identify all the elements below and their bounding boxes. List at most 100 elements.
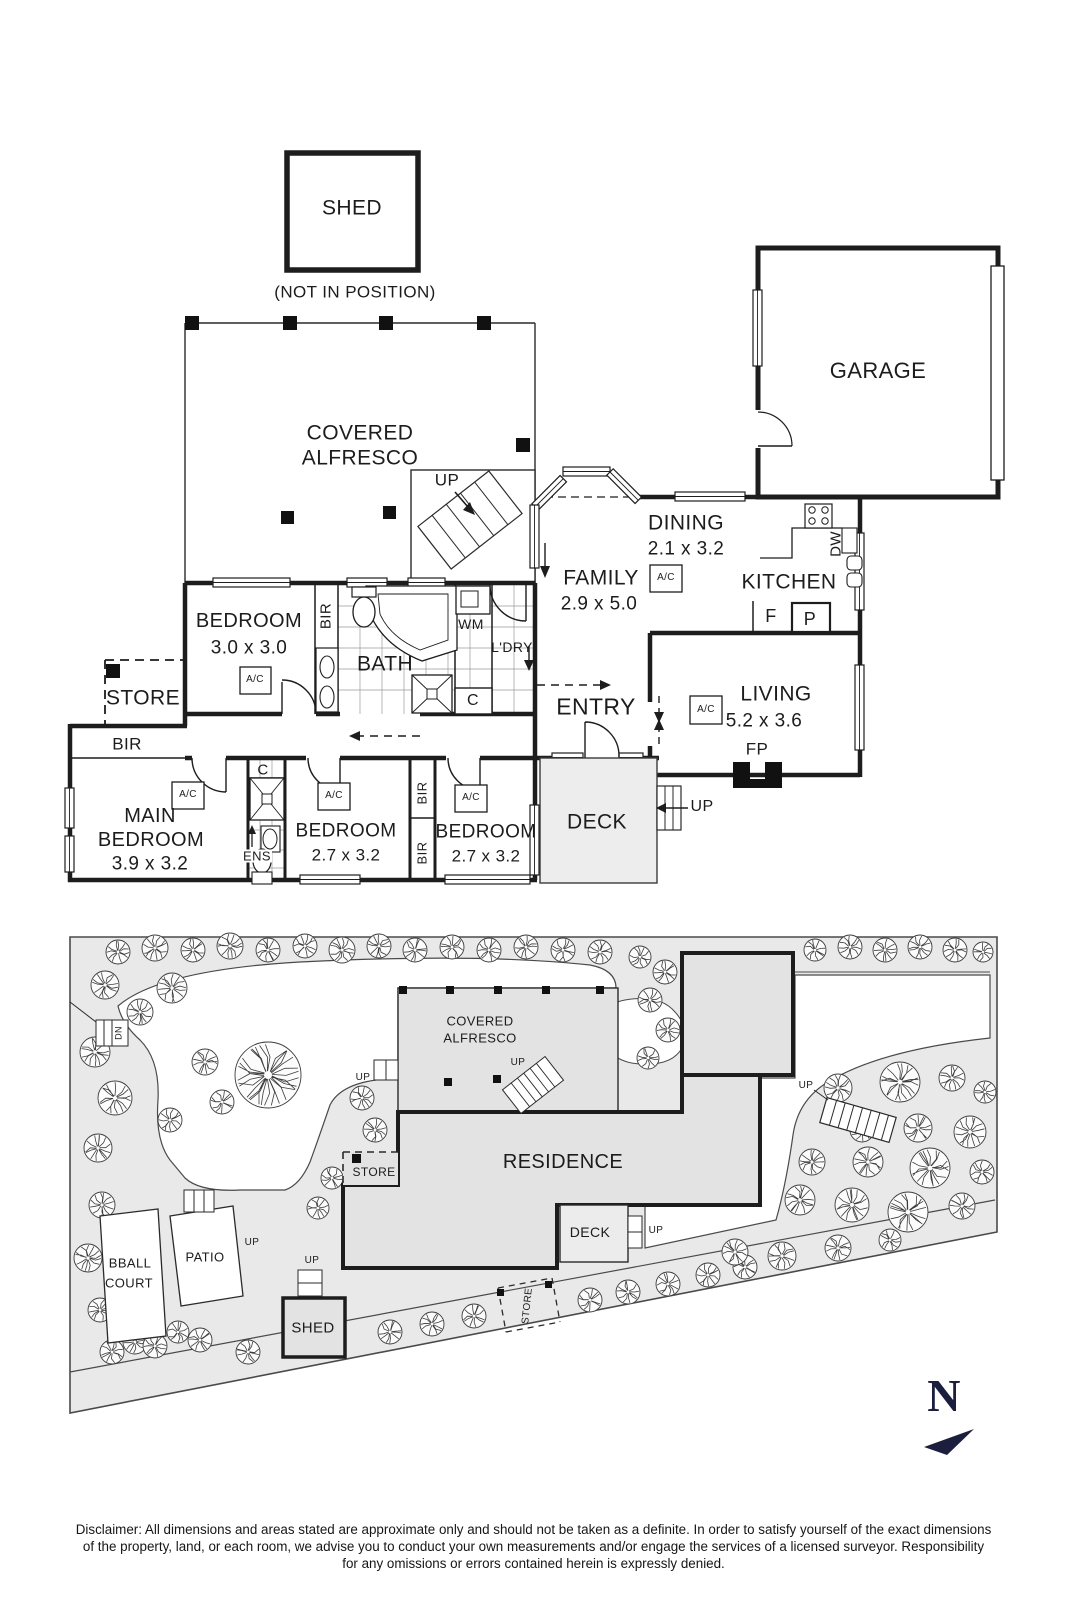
site-shed-steps — [297, 1269, 323, 1297]
site-dn-label: DN — [113, 1026, 124, 1040]
fp-main-bedroom-label-2: BEDROOM — [97, 829, 205, 851]
disclaimer-line-3: for any omissions or errors contained he… — [342, 1556, 725, 1571]
site-driveway — [644, 974, 991, 1249]
site-plan — [69, 932, 998, 1455]
fp-stairs-arrow-icon — [454, 491, 475, 515]
fp-bedroom1-label: BEDROOM — [195, 610, 303, 632]
site-patio-label: PATIO — [185, 1249, 225, 1265]
tree-icon — [803, 938, 827, 962]
tree-icon — [156, 972, 188, 1004]
tree-icon — [105, 939, 131, 965]
tree-icon — [909, 1147, 951, 1189]
fp-entry-label: ENTRY — [556, 693, 636, 720]
tree-icon — [126, 998, 154, 1026]
disclaimer-line-2: of the property, land, or each room, we … — [82, 1539, 985, 1554]
tree-icon — [655, 1017, 681, 1043]
tree-icon — [907, 934, 933, 960]
fp-garage-label: GARAGE — [829, 358, 927, 383]
fp-ens-label: ENS — [242, 848, 272, 864]
tree-icon — [852, 1146, 884, 1178]
north-arrow-icon — [924, 1429, 974, 1455]
tree-icon — [73, 1243, 103, 1273]
tree-icon — [652, 959, 678, 985]
fp-ac-label-family: A/C — [657, 572, 675, 583]
tree-icon — [292, 933, 318, 959]
tree-icon — [550, 937, 576, 963]
fp-garage — [755, 245, 1001, 500]
site-alfresco-label-2: ALFRESCO — [443, 1030, 517, 1046]
site-alfresco-stairs — [501, 1055, 565, 1115]
pantry-box — [790, 601, 832, 634]
fp-cupboard-upper-label: C — [467, 692, 479, 709]
tree-icon — [362, 1117, 388, 1143]
fp-arrows — [248, 543, 688, 847]
tree-icon — [166, 1320, 190, 1344]
fp-bedroom1-dims: 3.0 x 3.0 — [210, 637, 288, 659]
fp-deck-up-label: UP — [690, 798, 714, 815]
site-deck-label: DECK — [569, 1224, 611, 1240]
fp-shed — [284, 150, 421, 273]
tree-icon — [187, 1327, 213, 1353]
tree-icon — [637, 987, 663, 1013]
site-garden-stairs — [819, 1096, 897, 1144]
tree-icon — [615, 1279, 641, 1305]
tree-icon — [90, 970, 120, 1000]
tree-icon — [837, 934, 863, 960]
tree-icon — [141, 934, 169, 962]
fp-store-label: STORE — [106, 686, 180, 710]
fp-bay-window-icon — [530, 466, 643, 512]
tree-icon — [879, 1061, 921, 1103]
spa-bath-icon — [365, 585, 458, 662]
fp-cupboard-lower-label: C — [257, 761, 269, 779]
tree-icon — [872, 937, 898, 963]
site-store-label: STORE — [352, 1165, 396, 1179]
fp-family-dims: 2.9 x 5.0 — [560, 593, 638, 615]
tree-icon — [419, 1311, 445, 1337]
tree-icon — [767, 1241, 797, 1271]
tree-icon — [587, 939, 613, 965]
tree-icon — [306, 1196, 330, 1220]
sink-icon — [846, 555, 863, 571]
tree-icon — [942, 937, 968, 963]
tree-icon — [402, 937, 428, 963]
tree-icon — [157, 1107, 183, 1133]
tree-icon — [938, 1064, 966, 1092]
fp-stairs-up-label: UP — [434, 470, 460, 490]
fp-main-bedroom-dims: 3.9 x 3.2 — [111, 853, 189, 875]
site-alfresco-stairs-up: UP — [510, 1057, 526, 1068]
tree-icon — [834, 1187, 870, 1223]
fp-pantry-label: P — [803, 609, 817, 629]
site-path-line — [69, 1199, 996, 1373]
fp-garage-door-icon — [757, 411, 793, 447]
tree-icon — [439, 934, 465, 960]
fp-shed-label: SHED — [322, 196, 382, 220]
fp-dw-label: DW — [827, 531, 845, 557]
tree-icon — [948, 1192, 976, 1220]
fp-garage-door-gap — [752, 410, 764, 448]
tree-icon — [577, 1287, 603, 1313]
fp-family-label: FAMILY — [563, 566, 639, 590]
fp-bedroom2-label: BEDROOM — [295, 820, 397, 842]
tree-icon — [878, 1228, 902, 1252]
site-structures — [69, 951, 897, 1359]
fp-ac-label-bed2: A/C — [325, 790, 343, 801]
site-drive-up-label: UP — [798, 1080, 814, 1091]
ac-boxes — [171, 564, 723, 813]
tree-icon — [953, 1115, 987, 1149]
tree-icon — [695, 1262, 721, 1288]
site-shed-up-label: UP — [304, 1255, 320, 1266]
floor-plan — [64, 150, 1005, 885]
fp-laundry-label: L'DRY — [491, 639, 533, 655]
fp-ac-label-bed1: A/C — [246, 674, 264, 685]
tree-icon — [636, 1046, 660, 1070]
stove-icon — [804, 503, 833, 529]
site-store2 — [497, 1277, 561, 1333]
site-alfresco-left-up: UP — [355, 1072, 371, 1083]
site-patio-steps — [183, 1189, 215, 1213]
site-lawn — [117, 957, 617, 1191]
fp-kitchen-label: KITCHEN — [741, 570, 837, 594]
fp-ac-label-bed3: A/C — [462, 792, 480, 803]
site-alfresco-steps — [373, 1059, 399, 1081]
